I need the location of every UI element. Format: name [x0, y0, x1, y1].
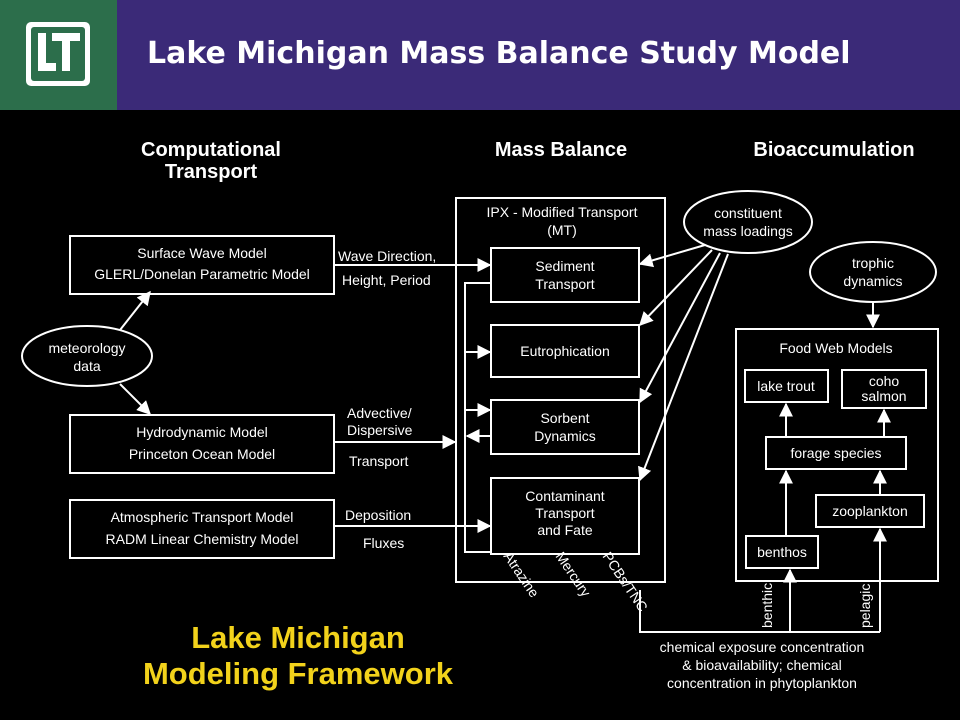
sediment-line2: Transport [535, 276, 595, 292]
edge-advective-line1: Advective/ [347, 405, 412, 421]
mass-balance-container [455, 197, 666, 583]
heading-mass-balance: Mass Balance [495, 139, 627, 161]
sorbent-dynamics-box [490, 399, 640, 455]
heading-transport-line1: Computational [141, 139, 281, 161]
exposure-bus-line [639, 590, 880, 633]
hydrodynamic-line2: Princeton Ocean Model [129, 446, 275, 462]
ipx-line2: (MT) [547, 222, 577, 238]
atmospheric-model-box [69, 499, 335, 559]
label-pelagic: pelagic [857, 584, 873, 628]
surface-wave-line2: GLERL/Donelan Parametric Model [94, 266, 310, 282]
footer-title-line1: Lake Michigan [191, 620, 405, 655]
heading-bioaccumulation: Bioaccumulation [753, 139, 914, 161]
logo [0, 0, 117, 110]
meteorology-ellipse [21, 325, 153, 387]
benthos-label: benthos [757, 544, 807, 560]
header-bar: Lake Michigan Mass Balance Study Model [0, 0, 960, 110]
hydrodynamic-model-box [69, 414, 335, 474]
contaminant-line3: and Fate [537, 522, 592, 538]
heading-transport-line2: Transport [165, 161, 258, 183]
forage-label: forage species [790, 445, 881, 461]
arrow-met-to-wave [119, 290, 151, 331]
meteorology-line1: meteorology [48, 340, 125, 356]
edge-wave-line2: Height, Period [342, 272, 431, 288]
zooplankton-box [815, 494, 925, 528]
atmospheric-line1: Atmospheric Transport Model [111, 509, 294, 525]
atmospheric-line2: RADM Linear Chemistry Model [106, 531, 299, 547]
edge-advective-line2: Dispersive [347, 422, 413, 438]
sediment-transport-box [490, 247, 640, 303]
exposure-line2: & bioavailability; chemical [682, 657, 842, 673]
coho-salmon-box [841, 369, 927, 409]
sorbent-line2: Dynamics [534, 428, 595, 444]
edge-deposition-line1: Deposition [345, 507, 411, 523]
edge-advective-line3: Transport [349, 453, 409, 469]
trophic-line1: trophic [852, 255, 894, 271]
edge-wave-line1: Wave Direction, [338, 248, 436, 264]
lake-trout-label: lake trout [757, 378, 815, 394]
arrow-loadings-to-sorbent [639, 252, 721, 404]
label-atrazine: Atrazine [501, 549, 543, 601]
label-mercury: Mercury [553, 549, 595, 600]
contaminant-line1: Contaminant [525, 488, 604, 504]
eutrophication-label: Eutrophication [520, 343, 610, 359]
hydrodynamic-line1: Hydrodynamic Model [136, 424, 268, 440]
surface-wave-line1: Surface Wave Model [137, 245, 266, 261]
modeling-framework-diagram: Computational Transport Mass Balance Bio… [21, 139, 939, 691]
loadings-line1: constituent [714, 205, 782, 221]
internal-bus-line [464, 282, 491, 553]
contaminant-box [490, 477, 640, 555]
coho-line1: coho [869, 373, 900, 389]
page-title: Lake Michigan Mass Balance Study Model [147, 36, 851, 71]
lti-logo-icon [26, 22, 90, 86]
loadings-ellipse [683, 190, 813, 254]
contaminant-line2: Transport [535, 505, 595, 521]
benthos-box [745, 535, 819, 569]
footer-title-line2: Modeling Framework [143, 656, 454, 691]
sediment-line1: Sediment [535, 258, 594, 274]
zooplankton-label: zooplankton [832, 503, 908, 519]
loadings-line2: mass loadings [703, 223, 793, 239]
exposure-line1: chemical exposure concentration [660, 639, 865, 655]
meteorology-line2: data [73, 358, 100, 374]
forage-species-box [765, 436, 907, 470]
edge-deposition-line2: Fluxes [363, 535, 404, 551]
arrow-loadings-to-sediment [638, 244, 706, 268]
food-web-title: Food Web Models [779, 340, 892, 356]
trophic-line2: dynamics [843, 273, 902, 289]
label-benthic: benthic [759, 583, 775, 628]
lake-trout-box [744, 369, 829, 403]
exposure-line3: concentration in phytoplankton [667, 675, 857, 691]
ipx-line1: IPX - Modified Transport [487, 204, 638, 220]
sorbent-line1: Sorbent [540, 410, 589, 426]
coho-line2: salmon [861, 388, 906, 404]
trophic-ellipse [809, 241, 937, 303]
arrow-met-to-hydro [119, 383, 151, 415]
food-web-container [735, 328, 939, 582]
arrow-loadings-to-eutrophication [639, 249, 713, 327]
arrow-loadings-to-contaminant [638, 253, 729, 482]
